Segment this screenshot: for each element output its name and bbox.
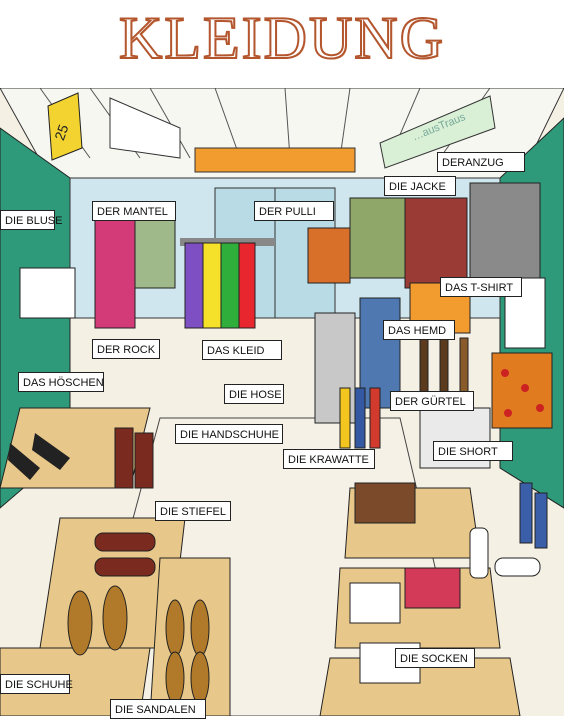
label-kleid: DAS KLEID [202,340,282,360]
label-rock: DER ROCK [92,339,160,359]
svg-text:25: 25 [51,122,71,142]
label-bluse: DIE BLUSE [0,210,62,230]
price-sign: 25 [47,92,83,161]
label-short: DIE SHORT [433,441,513,461]
label-mantel: DER MANTEL [92,201,176,221]
label-jacke: DIE JACKE [384,176,456,196]
label-schuhe: DIE SCHUHE [0,674,73,694]
label-stiefel: DIE STIEFEL [155,501,231,521]
label-sandalen: DIE SANDALEN [110,699,206,719]
label-tshirt: DAS T-SHIRT [440,277,522,297]
label-pulli: DER PULLI [254,201,334,221]
label-krawatte: DIE KRAWATTE [283,449,375,469]
label-hose: DIE HOSE [224,384,284,404]
label-anzug: DERANZUG [437,152,525,172]
label-hemd: DAS HEMD [383,320,455,340]
label-guertel: DER GÜRTEL [390,391,474,411]
label-handschuhe: DIE HANDSCHUHE [175,424,283,444]
label-socken: DIE SOCKEN [395,648,475,668]
page-title: KLEIDUNG [118,4,445,72]
label-hoeschen: DAS HÖSCHEN [18,372,104,392]
